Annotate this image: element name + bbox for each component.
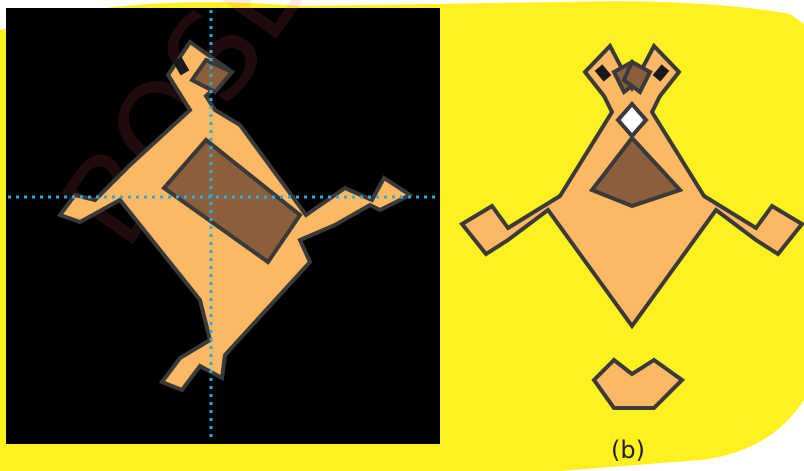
figure-caption: (b) xyxy=(588,436,668,464)
